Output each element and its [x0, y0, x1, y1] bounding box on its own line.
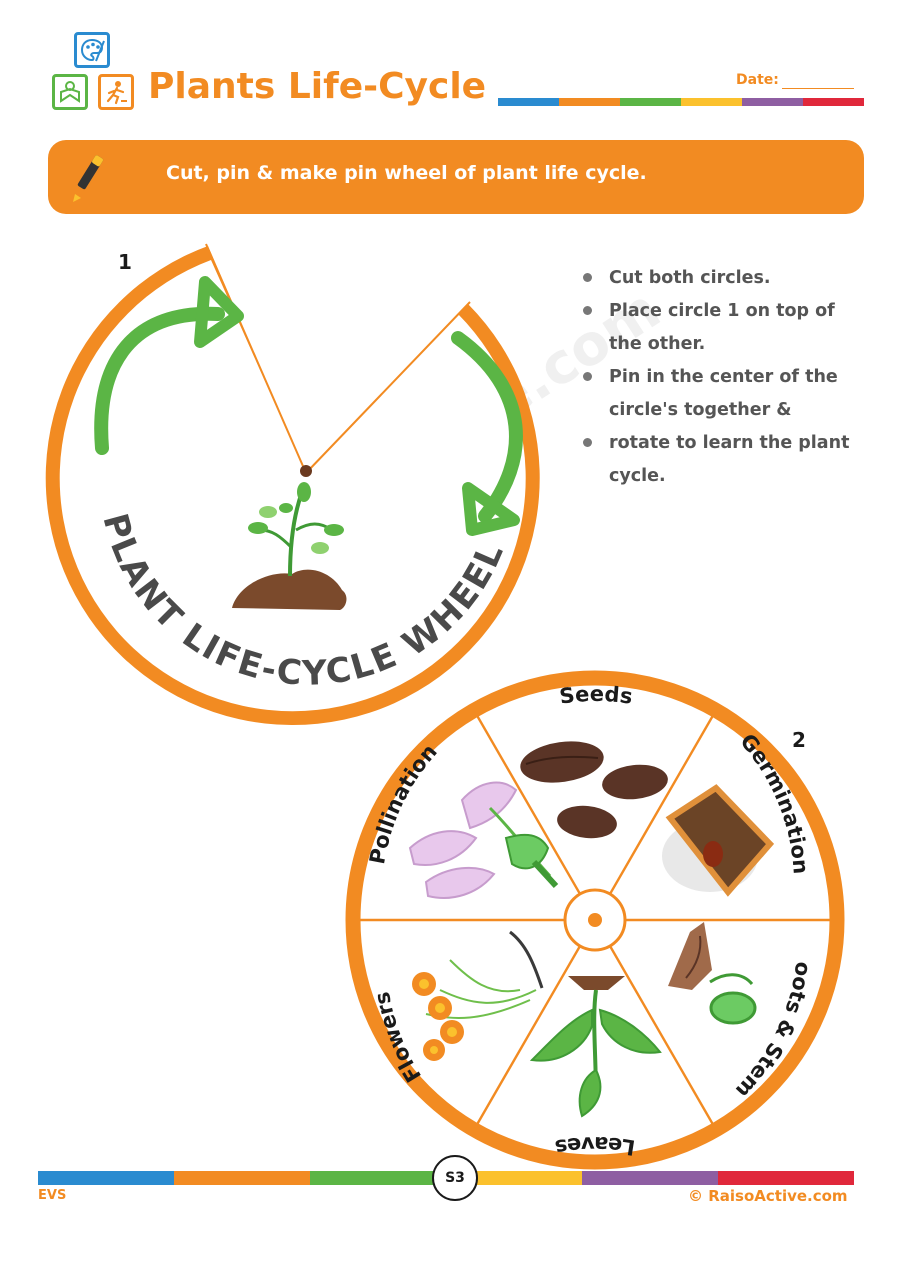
running-child-logo-icon: [98, 74, 134, 110]
footer-color-stripe: [38, 1171, 854, 1185]
germination-pot-icon: [662, 784, 775, 897]
curved-arrow-icon: [451, 331, 523, 536]
step-line: cycle.: [609, 466, 666, 486]
date-field[interactable]: [782, 88, 854, 89]
pollination-flower-icon: [408, 781, 559, 899]
curved-arrow-icon: [94, 276, 244, 455]
svg-text:Leaves: Leaves: [553, 1132, 636, 1160]
wheel-1-number: 1: [118, 250, 132, 274]
stripe-segment: [582, 1171, 718, 1185]
pen-icon: [73, 155, 104, 202]
wedge-cut-line-left: [205, 243, 307, 474]
segment-label-seeds: Seeds: [558, 682, 634, 709]
subject-label: EVS: [38, 1188, 67, 1203]
pin-point: [300, 465, 312, 477]
stripe-segment: [742, 98, 803, 106]
flowers-icon: [412, 930, 544, 1061]
instruction-text: Cut, pin & make pin wheel of plant life …: [166, 162, 647, 184]
wheel-1: PLANT LIFE-CYCLE WHEEL: [45, 243, 540, 726]
wheel-2-dividers: [360, 711, 830, 1129]
page-title: Plants Life-Cycle: [148, 66, 487, 107]
center-pin-dot: [588, 913, 602, 927]
date-label: Date:: [736, 72, 779, 88]
seeds-icon: [520, 741, 668, 839]
step-line: rotate to learn the plant: [582, 427, 882, 460]
segment-label-leaves: Leaves: [553, 1132, 636, 1160]
stripe-segment: [559, 98, 620, 106]
stripe-segment: [498, 98, 559, 106]
stripe-segment: [310, 1171, 446, 1185]
steps-list: Cut both circles.Place circle 1 on top o…: [582, 262, 882, 493]
stripe-segment: [620, 98, 681, 106]
step-line: Cut both circles.: [582, 262, 882, 295]
step-line: circle's together &: [609, 400, 792, 420]
step-line: the other.: [609, 334, 706, 354]
wheel-2: Seeds Germination Roots & Stems Leaves F…: [330, 660, 845, 1170]
copyright-link[interactable]: © RaisoActive.com: [688, 1187, 848, 1205]
svg-text:Seeds: Seeds: [558, 682, 634, 709]
stripe-segment: [718, 1171, 854, 1185]
header-color-stripe: [498, 98, 864, 106]
wedge-cut-line-right: [305, 301, 471, 474]
leaves-icon: [529, 976, 662, 1118]
step-line: Place circle 1 on top of: [582, 295, 882, 328]
page-number-badge: S3: [432, 1155, 478, 1201]
step-line: Pin in the center of the: [582, 361, 882, 394]
wheel-2-number: 2: [792, 728, 806, 752]
reading-child-logo-icon: [52, 74, 88, 110]
stripe-segment: [38, 1171, 174, 1185]
stripe-segment: [681, 98, 742, 106]
sprout-icon: [232, 482, 347, 610]
roots-stems-icon: [668, 922, 757, 1025]
instruction-banner: Cut, pin & make pin wheel of plant life …: [48, 140, 864, 214]
stripe-segment: [174, 1171, 310, 1185]
palette-logo-icon: [74, 32, 110, 68]
stripe-segment: [446, 1171, 582, 1185]
stripe-segment: [803, 98, 864, 106]
